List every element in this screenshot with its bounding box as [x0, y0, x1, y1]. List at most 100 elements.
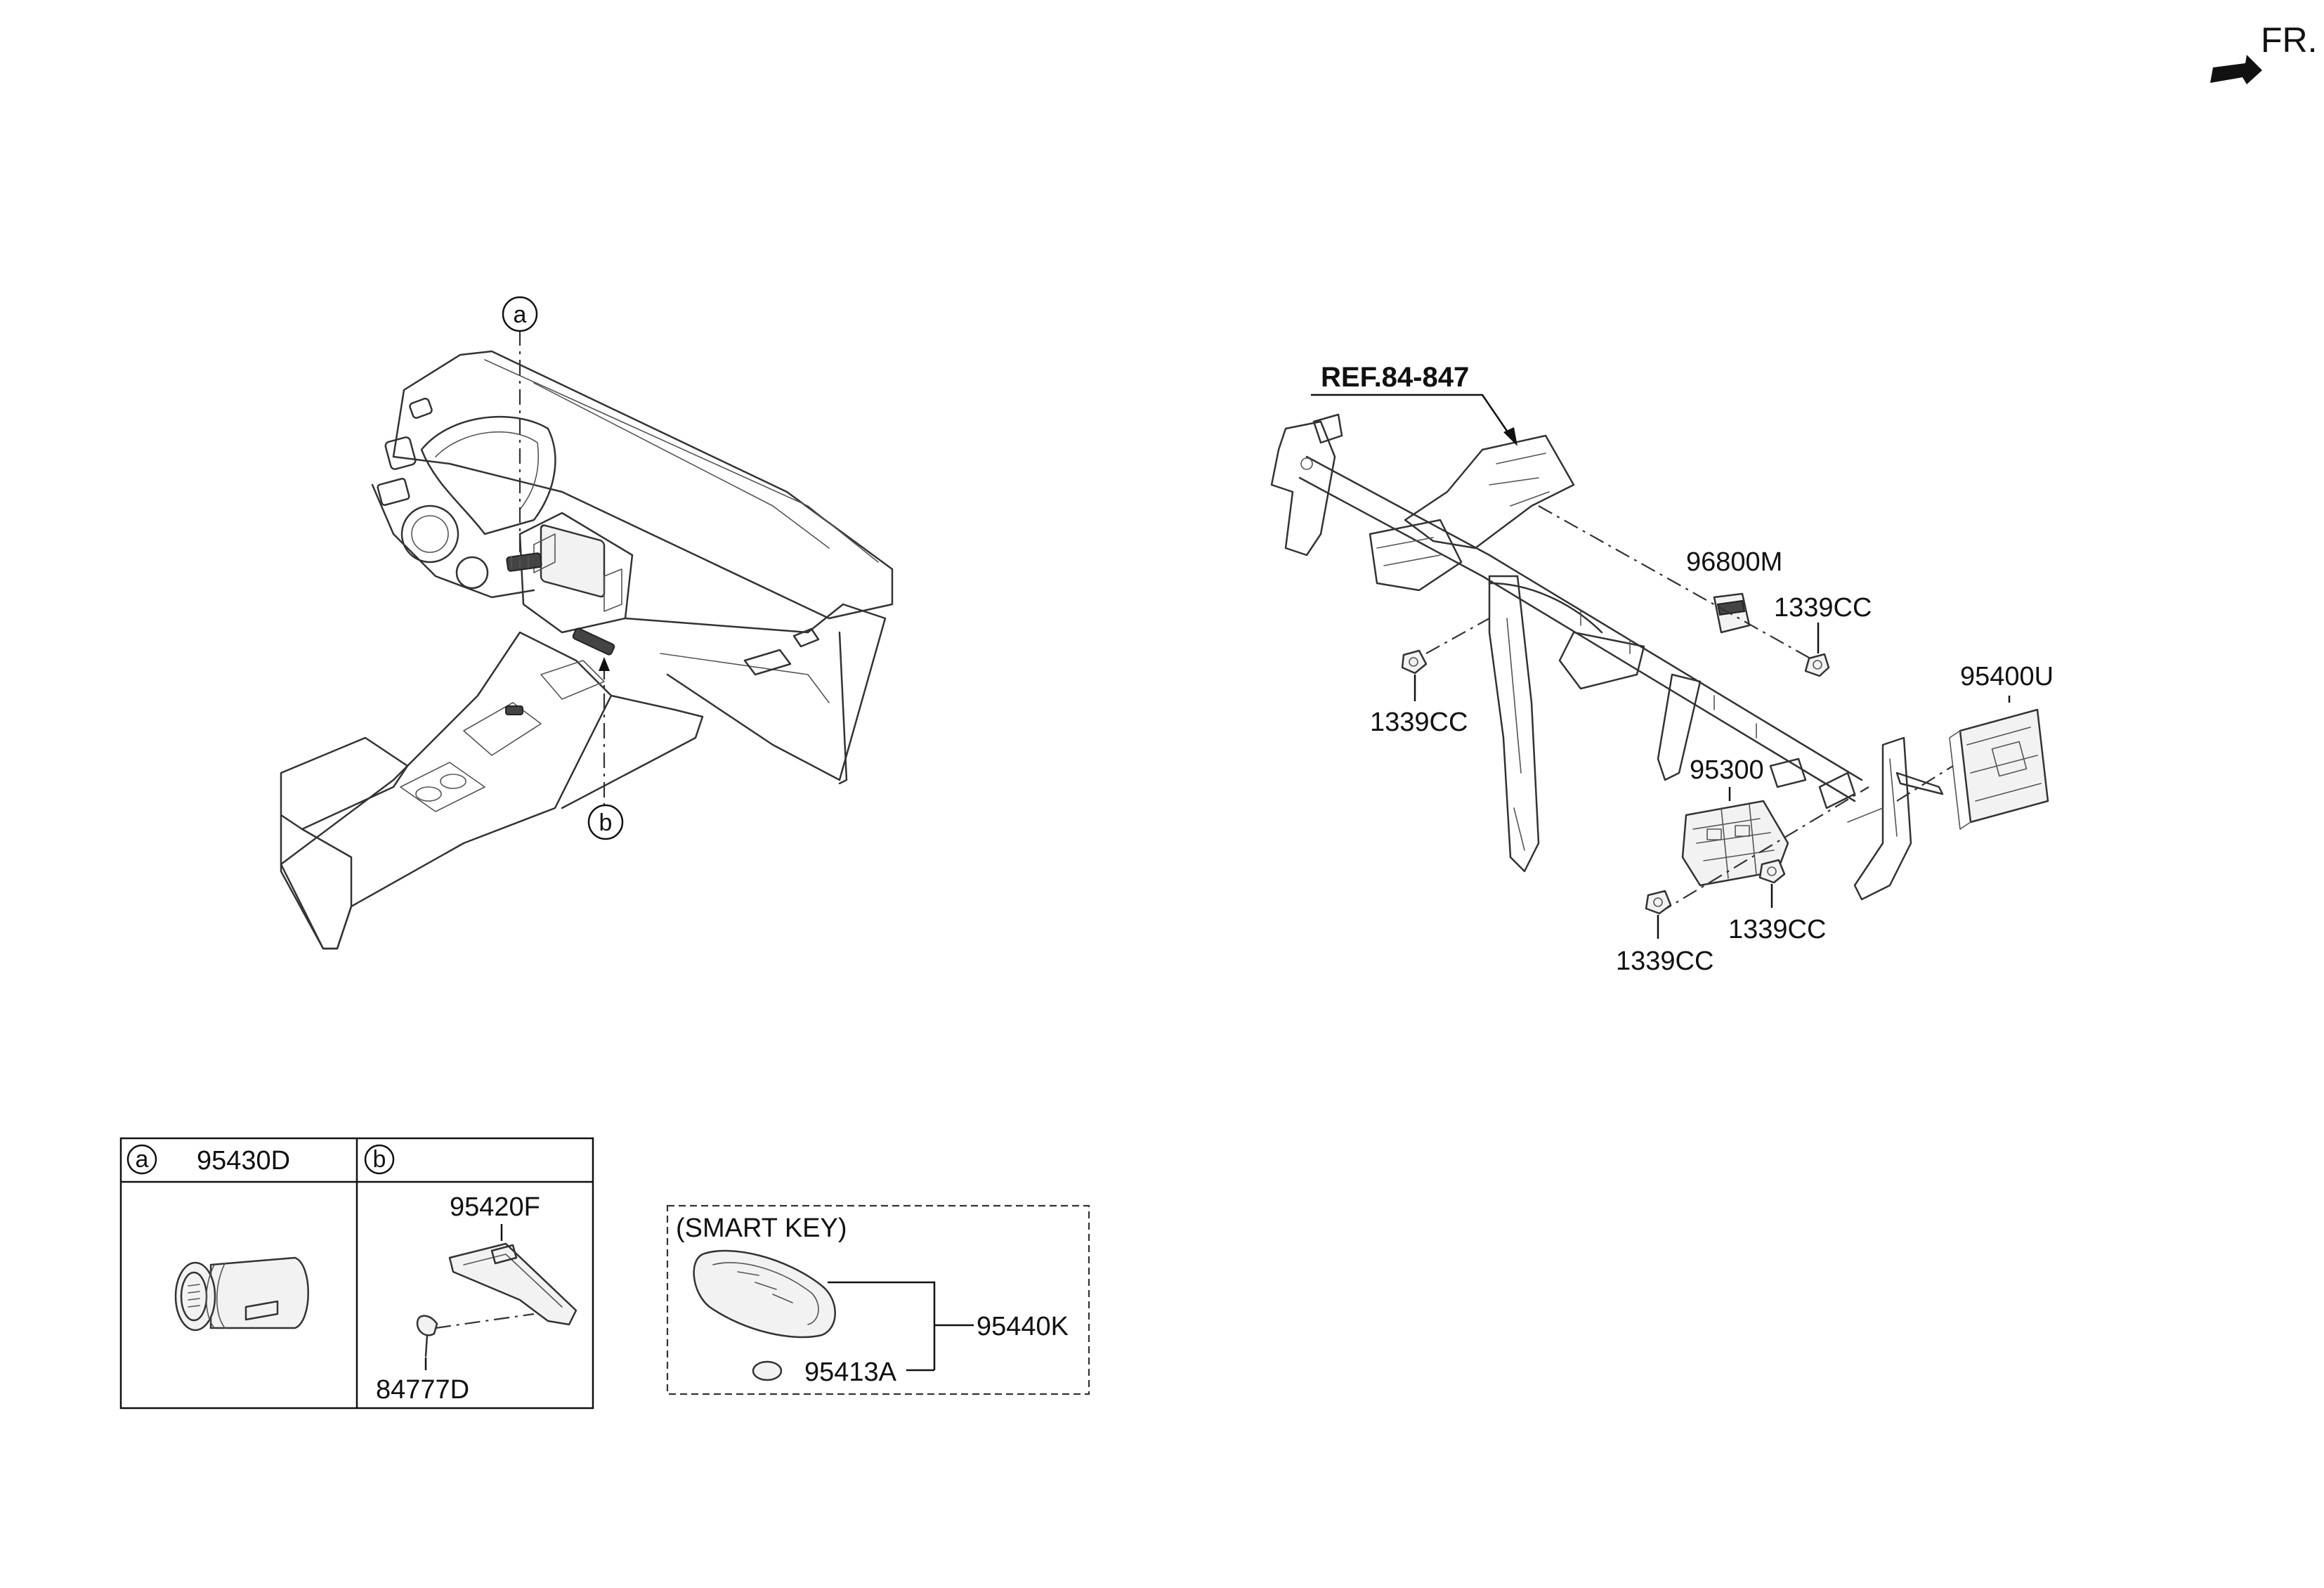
center-brace-right [1657, 673, 1702, 781]
detail-table: a 95430D b 95420F 84777D [119, 1137, 594, 1410]
smart-key-frame [666, 1204, 1090, 1395]
part-95400U: 95400U [1896, 662, 2054, 830]
part-95300-detail [1692, 804, 1775, 879]
console-front-storage [540, 660, 605, 700]
start-button-text-lines [188, 1284, 200, 1308]
part-95400U-side [1949, 730, 1971, 830]
steering-column-inner [411, 515, 449, 553]
nut-lower-right-label: 1339CC [1728, 915, 1826, 944]
center-tube-arch [1488, 582, 1603, 634]
steering-support-lower-detail [1376, 537, 1441, 566]
part-96800M-label: 96800M [1686, 547, 1782, 577]
part-95400U-axis [1896, 765, 1954, 802]
nut-1339CC-top-right: 1339CC [1774, 593, 1872, 677]
dashboard-right-panel [624, 603, 887, 781]
right-bracket-tab [1895, 772, 1944, 795]
steering-support-lower [1369, 519, 1463, 592]
front-direction-label: FR. [2261, 20, 2318, 60]
antenna-screw-shank [424, 1334, 429, 1358]
battery-part: 95413A [804, 1358, 897, 1387]
steering-support-bracket [1404, 434, 1575, 549]
reference-label: REF.84-847 [1321, 362, 1469, 393]
smart-key-battery [752, 1360, 783, 1381]
gear-shift-knob [505, 705, 523, 715]
smart-key-fob [693, 1249, 836, 1339]
steering-column-ring [400, 505, 459, 564]
left-vent-lower [384, 436, 417, 470]
cup-holder-right [440, 774, 466, 789]
detail-b-part-bottom: 84777D [376, 1375, 469, 1405]
steering-support-detail [1489, 453, 1550, 507]
nut-1339CC-left: 1339CC [1370, 618, 1490, 737]
detail-a-part: 95430D [197, 1146, 290, 1176]
nut-top-right-label: 1339CC [1774, 593, 1872, 623]
front-direction-indicator: FR. [2210, 20, 2318, 84]
crossmember-tube-top [1305, 455, 1863, 781]
instrument-hood-inner [435, 431, 540, 510]
start-button-connector [244, 1300, 279, 1321]
left-switch-panel [377, 477, 410, 507]
smart-key-fob-inner [712, 1262, 819, 1325]
start-button-barrel [209, 1256, 309, 1329]
nut-left-axis [1425, 618, 1490, 654]
infotainment-screen [540, 524, 606, 598]
antenna-screw-head [416, 1315, 438, 1336]
glovebox-line [660, 653, 830, 703]
left-end-bracket [1270, 420, 1336, 557]
dashboard-top-crease [484, 359, 879, 563]
right-vent [743, 649, 792, 676]
detail-b-marker-circle [364, 1144, 395, 1175]
start-button-collar [205, 1263, 226, 1329]
smart-key-part: 95440K [977, 1312, 1069, 1341]
nut-1339CC-lower-right: 1339CC [1728, 859, 1826, 944]
part-95400U-detail [1966, 727, 2042, 802]
dashboard-illustration [280, 330, 894, 950]
part-95400U-body [1959, 708, 2049, 824]
part-95300-axis [1657, 786, 1869, 914]
detail-a-marker-circle [126, 1144, 157, 1175]
crossmember-tube-bottom [1298, 476, 1856, 802]
center-brace-left-detail [1506, 618, 1525, 851]
antenna-connector [490, 1244, 518, 1265]
part-95300-connector-2 [1735, 825, 1750, 837]
dashboard-top-outline [392, 350, 894, 620]
cup-holder-tray [400, 762, 485, 812]
right-end-bracket [1853, 736, 1912, 901]
detail-b-marker: b [373, 1146, 386, 1173]
front-direction-arrow-icon [2210, 55, 2262, 84]
ignition-ring [455, 556, 489, 590]
lower-left-panel [371, 483, 535, 599]
left-end-plate [1312, 413, 1343, 444]
callout-b-label: b [599, 809, 613, 836]
reference-callout: REF.84-847 [1311, 362, 1517, 446]
part-95300-connector-1 [1706, 828, 1722, 840]
part-96800M: 96800M [1538, 505, 1827, 668]
part-96800M-face [1716, 599, 1746, 616]
tube-bracket-1 [1769, 757, 1807, 788]
reference-arrowhead [1503, 427, 1517, 446]
smart-key-title: (SMART KEY) [676, 1213, 847, 1243]
detail-b-part-top: 95420F [450, 1192, 540, 1222]
start-button-drawing [174, 1256, 309, 1332]
left-bracket-hole [1300, 457, 1313, 470]
reference-underline [1311, 393, 1515, 442]
callout-b-arrowhead [599, 657, 610, 671]
smart-key-buttons [737, 1271, 793, 1303]
antenna-drawing: 95420F 84777D [376, 1192, 577, 1405]
center-vent-right [603, 568, 622, 612]
smart-key-panel: (SMART KEY) 95440K 95413A [666, 1204, 1090, 1395]
dash-right-end [838, 631, 848, 785]
part-95400U-label: 95400U [1960, 662, 2054, 691]
nut-left-label: 1339CC [1370, 708, 1468, 737]
callout-a: a [502, 296, 538, 332]
start-button-location-marker [506, 552, 542, 572]
part-95300-label: 95300 [1690, 755, 1764, 785]
nut-lower-left-label: 1339CC [1616, 946, 1713, 976]
center-brace-hook [1558, 631, 1645, 690]
console-right-side [561, 694, 704, 809]
antenna-detail [463, 1254, 563, 1308]
tube-bracket-2 [1818, 772, 1856, 809]
smart-key-leader [828, 1281, 936, 1370]
part-95400U-connector [1991, 741, 2028, 777]
